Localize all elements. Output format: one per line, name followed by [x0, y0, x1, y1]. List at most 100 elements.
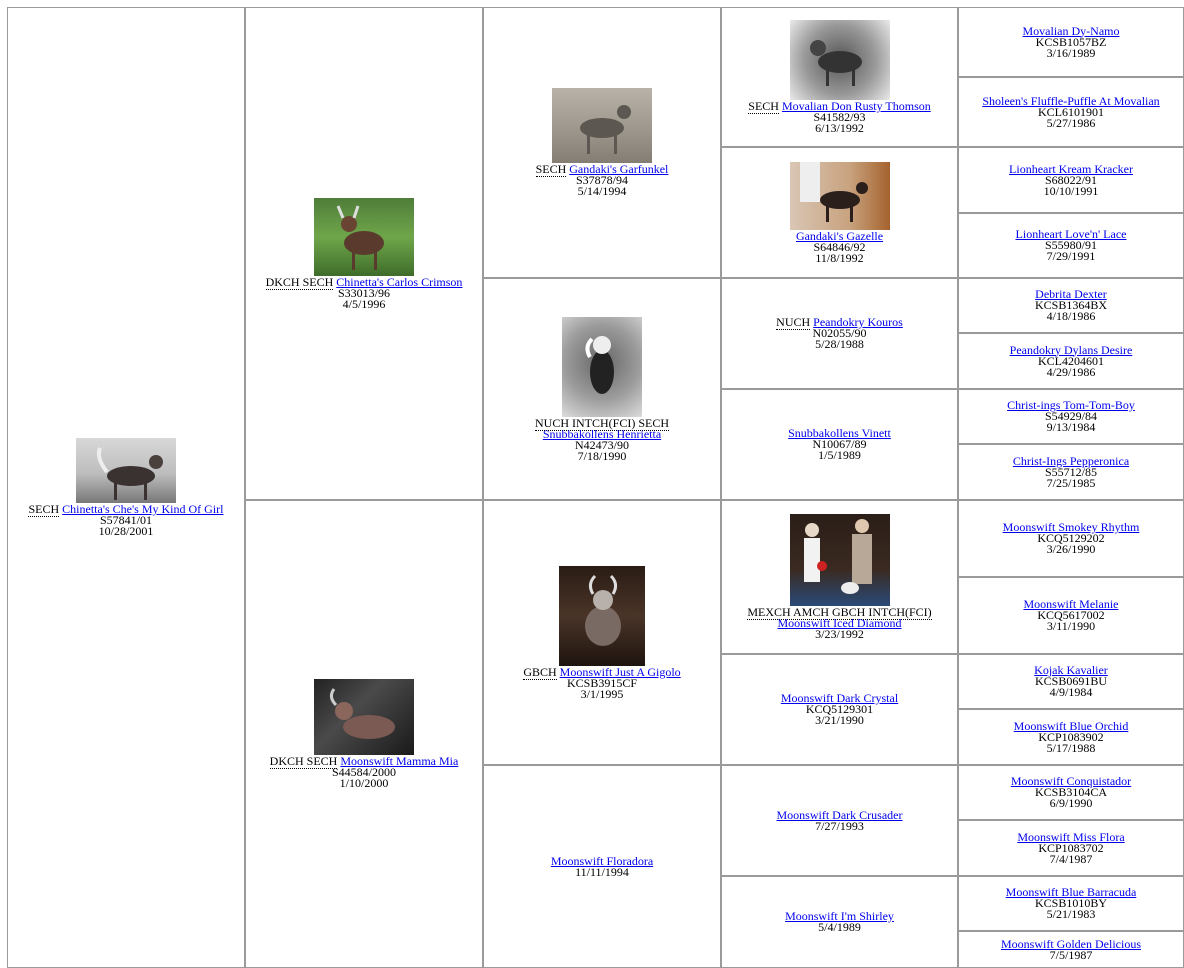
dog-name-link[interactable]: Snubbakollens Henrietta: [542, 426, 662, 441]
pedigree-cell-gen4: Peandokry Dylans Desire KCL4204601 4/29/…: [958, 333, 1184, 389]
title-abbreviation: DKCH SECH: [265, 274, 334, 290]
dog-name-link[interactable]: Moonswift Miss Flora: [1017, 829, 1125, 844]
dog-name-link[interactable]: Peandokry Dylans Desire: [1009, 342, 1133, 357]
dog-photo[interactable]: [76, 438, 176, 503]
pedigree-cell-gen3: Moonswift I'm Shirley 5/4/1989: [721, 876, 958, 968]
dog-name-link[interactable]: Moonswift I'm Shirley: [785, 909, 894, 923]
pedigree-cell-gen4: Moonswift Smokey Rhythm KCQ5129202 3/26/…: [958, 500, 1184, 577]
birth-date: 6/9/1990: [1049, 796, 1093, 810]
pedigree-cell-gen4: Debrita Dexter KCSB1364BX 4/18/1986: [958, 278, 1184, 333]
title-abbreviation: MEXCH AMCH GBCH INTCH(FCI): [747, 605, 932, 620]
dog-name-link[interactable]: Movalian Dy-Namo: [1022, 23, 1120, 38]
birth-date: 4/29/1986: [1046, 364, 1096, 379]
birth-date: 7/5/1987: [1049, 947, 1093, 962]
registration-number: KCP1083902: [1038, 729, 1104, 744]
dog-name-link[interactable]: Christ-ings Tom-Tom-Boy: [1007, 398, 1135, 412]
registration-number: S55712/85: [1044, 464, 1097, 479]
dog-name-link[interactable]: Gandaki's Garfunkel: [569, 162, 669, 176]
title-abbreviation: DKCH SECH: [269, 754, 338, 769]
registration-number: KCSB3915CF: [566, 675, 638, 690]
dog-name-link[interactable]: Kojak Kavalier: [1034, 663, 1108, 677]
dog-name-link[interactable]: Movalian Don Rusty Thomson: [781, 99, 931, 113]
dog-name-link[interactable]: Moonswift Melanie: [1023, 597, 1119, 611]
pedigree-cell-gen2: SECH Gandaki's Garfunkel S37878/94 5/14/…: [483, 7, 721, 278]
birth-date: 10/28/2001: [98, 524, 154, 538]
birth-date: 4/18/1986: [1046, 309, 1096, 323]
dog-name-link[interactable]: Moonswift Golden Delicious: [1001, 936, 1141, 951]
birth-date: 1/10/2000: [339, 776, 389, 790]
registration-number: N10067/89: [812, 437, 867, 451]
pedigree-cell-gen3: Snubbakollens Vinett N10067/89 1/5/1989: [721, 389, 958, 500]
registration-number: S54929/84: [1044, 409, 1097, 423]
birth-date: 5/4/1989: [818, 920, 861, 934]
birth-date: 7/18/1990: [577, 448, 627, 463]
dog-name-link[interactable]: Moonswift Blue Orchid: [1013, 718, 1129, 733]
registration-number: KCSB3104CA: [1034, 785, 1108, 799]
pedigree-cell-gen4: Sholeen's Fluffle-Puffle At Movalian KCL…: [958, 77, 1184, 147]
birth-date: 5/17/1988: [1046, 740, 1096, 755]
pedigree-cell-gen4: Christ-ings Tom-Tom-Boy S54929/84 9/13/1…: [958, 389, 1184, 444]
birth-date: 7/29/1991: [1046, 249, 1096, 263]
title-abbreviation: SECH: [748, 99, 779, 114]
dog-photo[interactable]: [314, 197, 414, 276]
dog-photo[interactable]: [559, 565, 645, 666]
dog-name-link[interactable]: Moonswift Mamma Mia: [340, 754, 459, 768]
title-abbreviation: NUCH INTCH(FCI) SECH: [534, 415, 669, 431]
dog-name-link[interactable]: Lionheart Kream Kracker: [1009, 161, 1133, 176]
dog-photo[interactable]: [552, 88, 652, 163]
dog-name-link[interactable]: Moonswift Dark Crystal: [780, 691, 899, 705]
birth-date: 3/11/1990: [1046, 619, 1096, 633]
registration-number: KCSB1057BZ: [1035, 34, 1107, 49]
dog-name-link[interactable]: Moonswift Conquistador: [1010, 774, 1132, 788]
birth-date: 3/21/1990: [815, 713, 864, 727]
pedigree-cell-gen4: Moonswift Miss Flora KCP1083702 7/4/1987: [958, 820, 1184, 876]
registration-number: N02055/90: [812, 326, 867, 340]
title-abbreviation: GBCH: [523, 664, 557, 680]
dog-name-link[interactable]: Moonswift Smokey Rhythm: [1002, 520, 1140, 534]
dog-name-link[interactable]: Moonswift Just A Gigolo: [559, 664, 681, 679]
pedigree-cell-gen3: NUCH Peandokry Kouros N02055/90 5/28/198…: [721, 278, 958, 389]
dog-name-link[interactable]: Chinetta's Carlos Crimson: [336, 274, 463, 289]
registration-number: S33013/96: [337, 285, 390, 300]
pedigree-cell-gen2: GBCH Moonswift Just A Gigolo KCSB3915CF …: [483, 500, 721, 765]
birth-date: 3/16/1989: [1046, 45, 1096, 60]
registration-number: KCQ5129202: [1037, 531, 1105, 545]
dog-name-link[interactable]: Chinetta's Che's My Kind Of Girl: [62, 502, 224, 516]
dog-name-link[interactable]: Gandaki's Gazelle: [795, 228, 884, 243]
dog-name-link[interactable]: Peandokry Kouros: [813, 315, 903, 329]
birth-date: 5/27/1986: [1046, 115, 1096, 130]
title-abbreviation: SECH: [535, 162, 567, 177]
birth-date: 11/11/1994: [575, 864, 629, 879]
dog-photo[interactable]: [562, 316, 642, 417]
birth-date: 7/25/1985: [1046, 475, 1096, 490]
birth-date: 9/13/1984: [1046, 420, 1096, 434]
dog-name-link[interactable]: Moonswift Iced Diamond: [777, 616, 902, 630]
dog-photo[interactable]: [314, 679, 414, 755]
pedigree-cell-gen4: Lionheart Kream Kracker S68022/91 10/10/…: [958, 147, 1184, 213]
pedigree-table: SECH Chinetta's Che's My Kind Of Girl S5…: [7, 7, 1184, 968]
dog-name-link[interactable]: Moonswift Floradora: [550, 853, 654, 868]
registration-number: KCL4204601: [1038, 353, 1104, 368]
pedigree-cell-gen4: Movalian Dy-Namo KCSB1057BZ 3/16/1989: [958, 7, 1184, 77]
dog-name-link[interactable]: Debrita Dexter: [1035, 287, 1107, 301]
pedigree-cell-gen2: Moonswift Floradora 11/11/1994: [483, 765, 721, 968]
title-abbreviation: SECH: [28, 502, 60, 517]
registration-number: KCSB0691BU: [1034, 674, 1108, 688]
pedigree-cell-dam: DKCH SECH Moonswift Mamma Mia S44584/200…: [245, 500, 483, 968]
dog-photo[interactable]: [789, 20, 890, 100]
dog-photo[interactable]: [789, 514, 890, 606]
birth-date: 1/5/1989: [818, 448, 861, 462]
dog-name-link[interactable]: Lionheart Love'n' Lace: [1015, 227, 1127, 241]
dog-photo[interactable]: [789, 161, 890, 230]
pedigree-cell-gen3: Moonswift Dark Crystal KCQ5129301 3/21/1…: [721, 654, 958, 765]
dog-name-link[interactable]: Moonswift Dark Crusader: [776, 807, 903, 822]
pedigree-cell-gen4: Lionheart Love'n' Lace S55980/91 7/29/19…: [958, 213, 1184, 278]
dog-name-link[interactable]: Sholeen's Fluffle-Puffle At Movalian: [982, 93, 1160, 108]
birth-date: 10/10/1991: [1043, 183, 1099, 198]
birth-date: 11/8/1992: [815, 250, 864, 265]
dog-name-link[interactable]: Moonswift Blue Barracuda: [1005, 885, 1137, 899]
dog-name-link[interactable]: Christ-Ings Pepperonica: [1012, 453, 1130, 468]
pedigree-cell-gen4: Moonswift Blue Barracuda KCSB1010BY 5/21…: [958, 876, 1184, 931]
registration-number: S41582/93: [813, 110, 866, 124]
dog-name-link[interactable]: Snubbakollens Vinett: [788, 426, 891, 440]
